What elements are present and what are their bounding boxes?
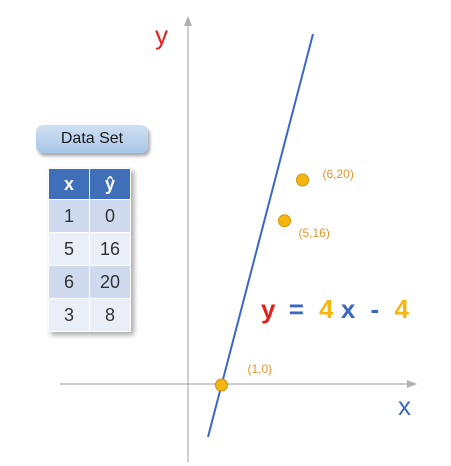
regression-line <box>207 33 314 438</box>
data-point-label: (1,0) <box>248 362 273 376</box>
equation-slope: 4 <box>319 294 334 324</box>
x-axis-arrow <box>407 380 417 388</box>
data-point <box>296 173 309 187</box>
cell-y-hat: 0 <box>89 199 131 233</box>
cell-x: 6 <box>48 265 90 299</box>
y-axis-arrow <box>184 16 192 26</box>
table-row: 5 16 <box>48 232 131 266</box>
equation-equals: = <box>289 294 304 324</box>
equation-y: y <box>261 294 276 324</box>
data-set-title: Data Set <box>36 125 148 153</box>
cell-x: 1 <box>48 199 90 233</box>
equation-intercept: 4 <box>394 294 409 324</box>
cell-y-hat: 8 <box>89 298 131 332</box>
cell-x: 5 <box>48 232 90 266</box>
equation: y = 4 x - 4 <box>261 294 409 324</box>
data-point-label: (6,20) <box>323 167 354 181</box>
equation-x: x <box>341 294 356 324</box>
data-points: (1,0) (5,16) (6,20) <box>215 167 354 392</box>
data-point <box>215 378 228 392</box>
equation-minus: - <box>371 294 380 324</box>
cell-x: 3 <box>48 298 90 332</box>
data-point <box>278 214 291 228</box>
header-x: x <box>48 168 90 200</box>
data-point-label: (5,16) <box>299 226 330 240</box>
table-row: 3 8 <box>48 298 131 332</box>
data-set-table: x ŷ 1 0 5 16 6 20 3 8 <box>48 168 131 332</box>
table-header-row: x ŷ <box>48 168 131 200</box>
table-row: 6 20 <box>48 265 131 299</box>
cell-y-hat: 16 <box>89 232 131 266</box>
header-y-hat: ŷ <box>89 168 131 200</box>
y-axis-label: y <box>155 20 168 50</box>
cell-y-hat: 20 <box>89 265 131 299</box>
table-row: 1 0 <box>48 199 131 233</box>
x-axis-label: x <box>398 391 411 421</box>
